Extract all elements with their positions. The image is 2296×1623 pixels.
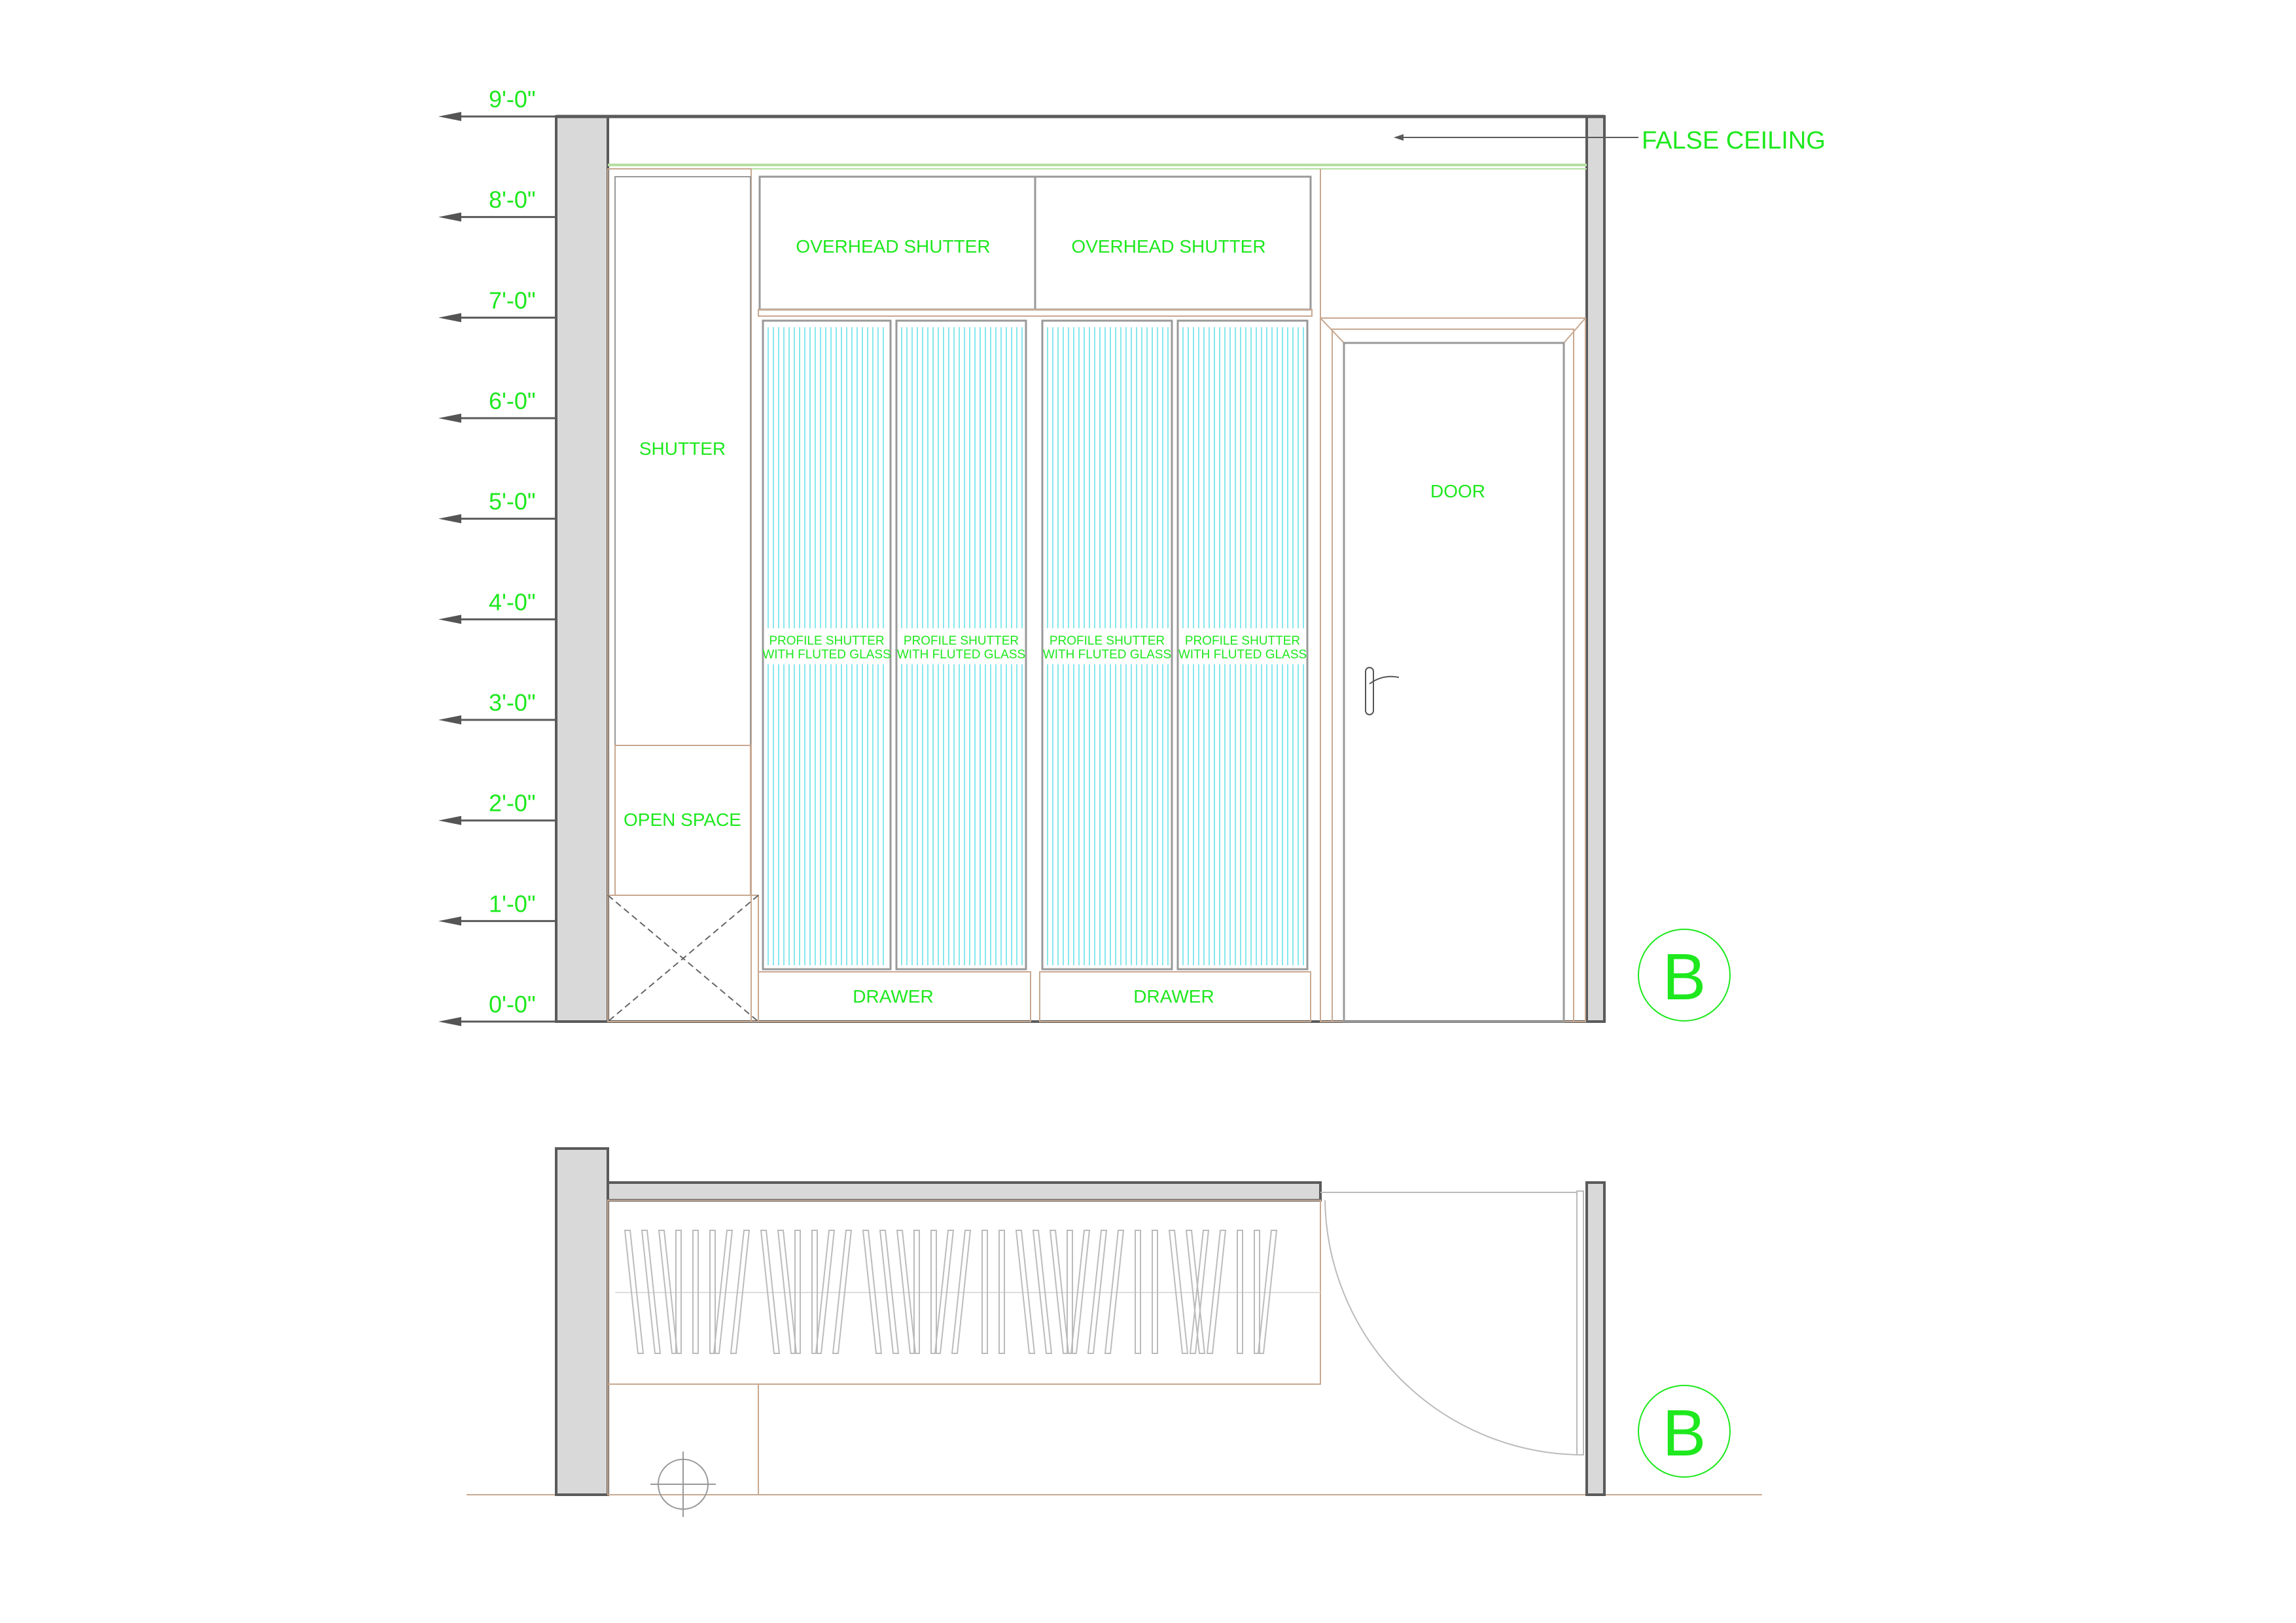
profile-label-line2: WITH FLUTED GLASS [1178, 648, 1307, 662]
section-mark-label: B [1663, 940, 1706, 1014]
glass-fin [1237, 1230, 1243, 1354]
plan-right-wall [1585, 1181, 1606, 1496]
left-wall [555, 115, 609, 1023]
level-arrow-icon [438, 615, 461, 624]
level-label: 1'-0" [489, 890, 536, 917]
level-arrow-icon [438, 313, 461, 323]
drawer-label-2: DRAWER [1133, 986, 1214, 1007]
tall-shutter [614, 176, 751, 746]
glass-fin [1152, 1230, 1158, 1354]
right-wall [1585, 115, 1606, 1023]
glass-fin [832, 1230, 853, 1354]
level-label: 4'-0" [489, 588, 536, 615]
glass-fin [1135, 1230, 1141, 1354]
glass-fin [1015, 1230, 1036, 1354]
section-mark-circle [1638, 929, 1731, 1022]
level-markers: 9'-0" 8'-0" 7'-0" 6'-0" 5'-0" 4'-0" 3'-0" 2'-0"… [438, 86, 556, 1027]
glass-fin [624, 1230, 645, 1354]
level-label: 7'-0" [489, 287, 536, 313]
glass-fin [1104, 1230, 1125, 1354]
cross-line [607, 895, 759, 1022]
glass-fin [1206, 1230, 1227, 1354]
plinth-box [607, 895, 759, 1022]
level-arrow-icon [438, 916, 461, 926]
profile-label-line1: PROFILE SHUTTER [904, 634, 1019, 648]
profile-label-line2: WITH FLUTED GLASS [762, 648, 891, 662]
level-arrow-icon [438, 1017, 461, 1027]
glass-fin [713, 1230, 733, 1354]
level-arrow-icon [438, 212, 461, 222]
glass-fin [760, 1230, 781, 1354]
overhead-base [758, 309, 1313, 317]
glass-fin [934, 1230, 955, 1354]
shutter-column-frame [607, 168, 752, 1022]
plan-fluted-glass [624, 1230, 1278, 1354]
level-label: 2'-0" [489, 790, 536, 817]
false-ceiling-label: FALSE CEILING [1642, 127, 1826, 154]
drawer-2 [1039, 971, 1311, 1022]
glass-fin [951, 1230, 972, 1354]
glass-fin [981, 1230, 988, 1354]
level-label: 3'-0" [489, 689, 536, 716]
glass-fin [692, 1230, 699, 1354]
level-label: 0'-0" [489, 991, 536, 1018]
leader-arrow-icon [1394, 134, 1404, 141]
glass-fin [1087, 1230, 1108, 1354]
shutter-label: SHUTTER [639, 438, 726, 459]
glass-fin [879, 1230, 900, 1354]
plan-section-mark-circle [1638, 1385, 1731, 1478]
crosshair-icon [650, 1452, 716, 1517]
level-label: 5'-0" [489, 488, 536, 515]
glass-fin [998, 1230, 1005, 1354]
door-frame [1320, 317, 1586, 1022]
overhead-label-2: OVERHEAD SHUTTER [1071, 236, 1265, 257]
level-label: 9'-0" [489, 86, 536, 113]
plan-section-mark-label: B [1663, 1397, 1706, 1470]
level-arrow-icon [438, 514, 461, 524]
level-arrow-icon [438, 112, 461, 121]
frame-miter [1320, 317, 1345, 344]
level-arrow-icon [438, 815, 461, 825]
frame-miter [1563, 317, 1586, 344]
glass-fin [1032, 1230, 1053, 1354]
glass-fin [815, 1230, 836, 1354]
glass-fin [730, 1230, 751, 1354]
glass-fin [913, 1230, 920, 1354]
glass-fin [1189, 1230, 1210, 1354]
glass-fin [675, 1230, 682, 1354]
door-label: DOOR [1430, 481, 1485, 501]
door-frame-inner [1332, 329, 1574, 1022]
glass-fin [794, 1230, 801, 1354]
drawer-1 [758, 971, 1031, 1022]
glass-fin [1168, 1230, 1189, 1354]
overhead-label-1: OVERHEAD SHUTTER [796, 236, 990, 257]
glass-fin [862, 1230, 883, 1354]
profile-label-line1: PROFILE SHUTTER [769, 634, 884, 648]
level-arrow-icon [438, 715, 461, 725]
level-label: 8'-0" [489, 187, 536, 213]
plan-counter-top [607, 1181, 1322, 1202]
profile-label-line2: WITH FLUTED GLASS [897, 648, 1025, 662]
profile-label-line1: PROFILE SHUTTER [1050, 634, 1165, 648]
level-label: 6'-0" [489, 387, 536, 414]
glass-fin [1070, 1230, 1091, 1354]
profile-label-line2: WITH FLUTED GLASS [1043, 648, 1171, 662]
door-swing [1320, 1190, 1584, 1455]
level-arrow-icon [438, 414, 461, 423]
profile-label-line1: PROFILE SHUTTER [1185, 634, 1300, 648]
glass-fin [1257, 1230, 1278, 1354]
glass-fin [641, 1230, 662, 1354]
plan-left-wall [555, 1147, 609, 1496]
drawer-label-1: DRAWER [853, 986, 933, 1007]
door-handle-icon [1365, 667, 1400, 715]
door-leaf [1343, 342, 1565, 1023]
open-space-label: OPEN SPACE [624, 810, 741, 830]
